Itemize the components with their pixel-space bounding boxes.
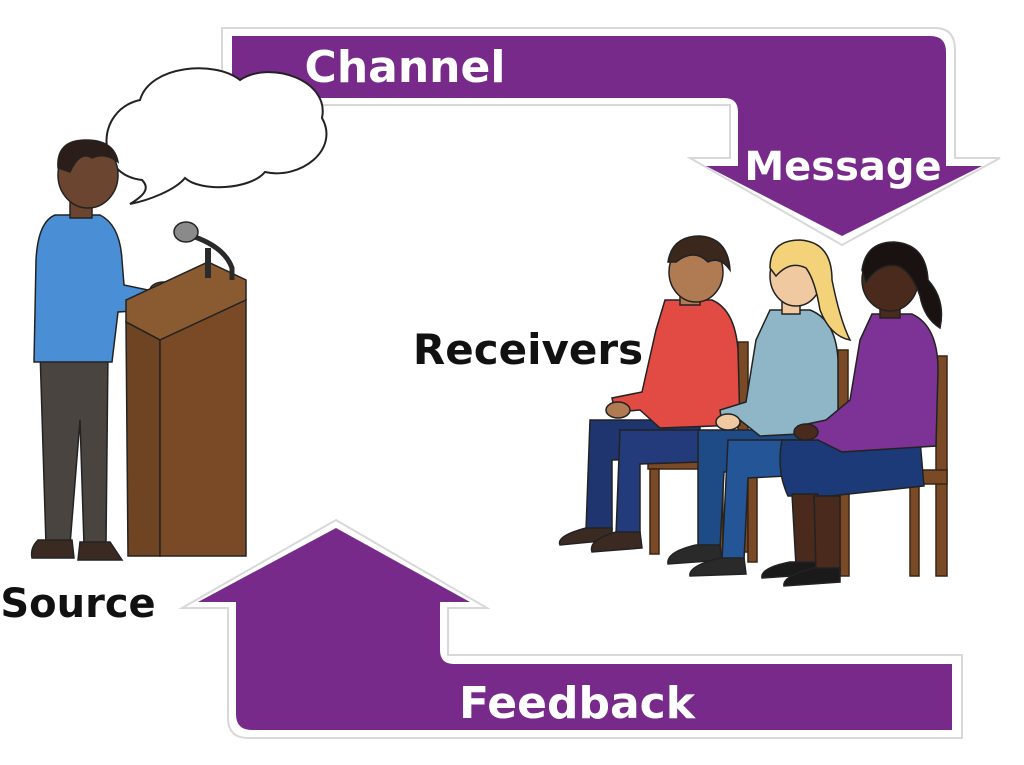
speech-bubble-icon: [105, 67, 328, 205]
source-label: Source: [0, 581, 155, 627]
receiver-figure: [558, 235, 741, 553]
feedback-arrow: [178, 518, 963, 739]
receivers-label: Receivers: [413, 325, 643, 374]
podium-icon: [125, 261, 247, 557]
receiver-figure: [761, 241, 943, 587]
feedback-label: Feedback: [459, 678, 697, 729]
microphone-icon: [173, 221, 235, 280]
message-label: Message: [744, 144, 941, 190]
channel-label: Channel: [305, 42, 506, 93]
speaker-figure: [30, 139, 179, 561]
channel-message-arrow: [221, 27, 1001, 247]
